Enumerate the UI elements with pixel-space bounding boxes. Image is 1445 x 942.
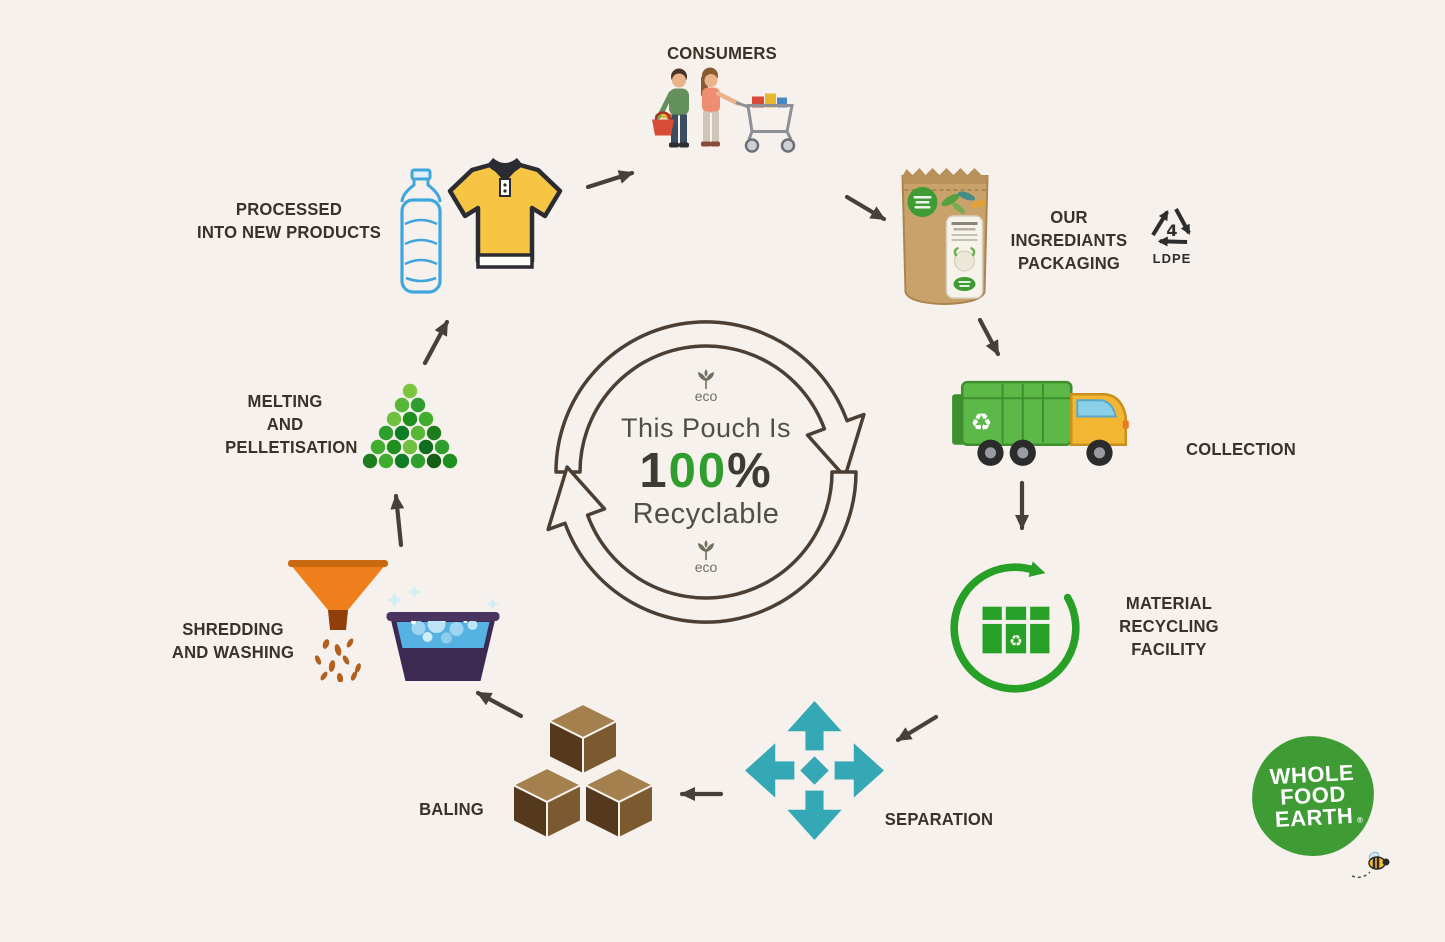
eco-label: eco: [694, 387, 718, 404]
step-label-baling: BALING: [419, 799, 484, 819]
bottle-icon: [400, 168, 442, 294]
eco-leaf-icon: [698, 539, 714, 560]
shredded-flakes: [314, 638, 361, 682]
funnel-shredder-icon: [288, 560, 388, 682]
wash-basin-icon: [385, 586, 500, 681]
percent-digits-00: 00: [668, 444, 728, 499]
eco-top: eco: [693, 368, 719, 404]
ldpe-code: LDPE: [1153, 251, 1192, 266]
eco-label: eco: [694, 558, 718, 575]
flow-arrow-consumers-to-packaging: [844, 194, 887, 222]
kraft-pouch-icon: [901, 168, 989, 306]
flow-arrow-shredding-to-melting: [390, 493, 405, 548]
step-label-melting: MELTING AND PELLETISATION: [225, 391, 358, 458]
registered-mark: ®: [1356, 815, 1364, 826]
garbage-truck-icon: ♻: [952, 380, 1129, 466]
brand-logo-circle: WHOLE FOOD EARTH®: [1248, 732, 1378, 860]
step-label-new-products: PROCESSED INTO NEW PRODUCTS: [197, 199, 381, 243]
outward-arrows-icon: [745, 701, 884, 840]
center-headline: This Pouch Is: [620, 413, 792, 444]
man-figure: [652, 68, 689, 148]
cycle-center: eco This Pouch Is 100% Recyclable eco: [541, 307, 871, 637]
step-label-consumers: CONSUMERS: [667, 43, 777, 63]
woman-figure: [701, 67, 741, 147]
flow-arrow-melting-to-products: [422, 319, 450, 366]
ldpe-number: 4: [1166, 221, 1177, 240]
step-label-shredding: SHREDDING AND WASHING: [171, 619, 295, 663]
logo-word-earth: EARTH: [1274, 802, 1354, 832]
facility-arrowhead: [1028, 561, 1046, 578]
recycle-symbol: ♻: [971, 409, 993, 437]
brand-logo-text: WHOLE FOOD EARTH®: [1269, 760, 1364, 832]
center-percent: 100%: [639, 446, 772, 497]
truck-window: [1076, 399, 1117, 418]
recycle-triangle-ldpe-icon: 4 LDPE: [1143, 208, 1192, 266]
recycling-facility-icon: ♻: [950, 561, 1080, 693]
flow-arrow-packaging-to-collection: [977, 317, 1001, 357]
step-label-packaging: OUR INGREDIANTS PACKAGING: [1010, 207, 1128, 274]
pouch-leaf-art: [941, 191, 987, 214]
sparkles: [385, 586, 500, 610]
pouch-product-label: [945, 215, 984, 299]
eco-leaf-icon: [698, 368, 714, 389]
step-label-collection: COLLECTION: [1186, 439, 1296, 459]
percent-symbol: %: [727, 444, 773, 499]
stacked-bales-icon: [512, 703, 654, 839]
shopping-cart: [735, 93, 796, 153]
shoppers-with-cart-icon: [652, 67, 796, 153]
flow-arrow-mrf-to-separation: [895, 714, 939, 743]
flow-arrow-products-to-consumers: [585, 170, 635, 190]
step-label-mrf: MATERIAL RECYCLING FACILITY: [1119, 593, 1219, 660]
pellet-pyramid-icon: [362, 383, 458, 469]
cycle-arrows-icon: [546, 320, 866, 624]
recycle-symbol: ♻: [1009, 632, 1023, 650]
step-label-separation: SEPARATION: [884, 809, 994, 829]
center-subheadline: Recyclable: [632, 497, 780, 530]
percent-digit-1: 1: [639, 444, 669, 499]
tshirt-icon: [447, 158, 563, 269]
eco-bottom: eco: [693, 539, 719, 575]
brand-logo: WHOLE FOOD EARTH®: [1248, 732, 1390, 879]
bee-icon: [1351, 851, 1390, 879]
